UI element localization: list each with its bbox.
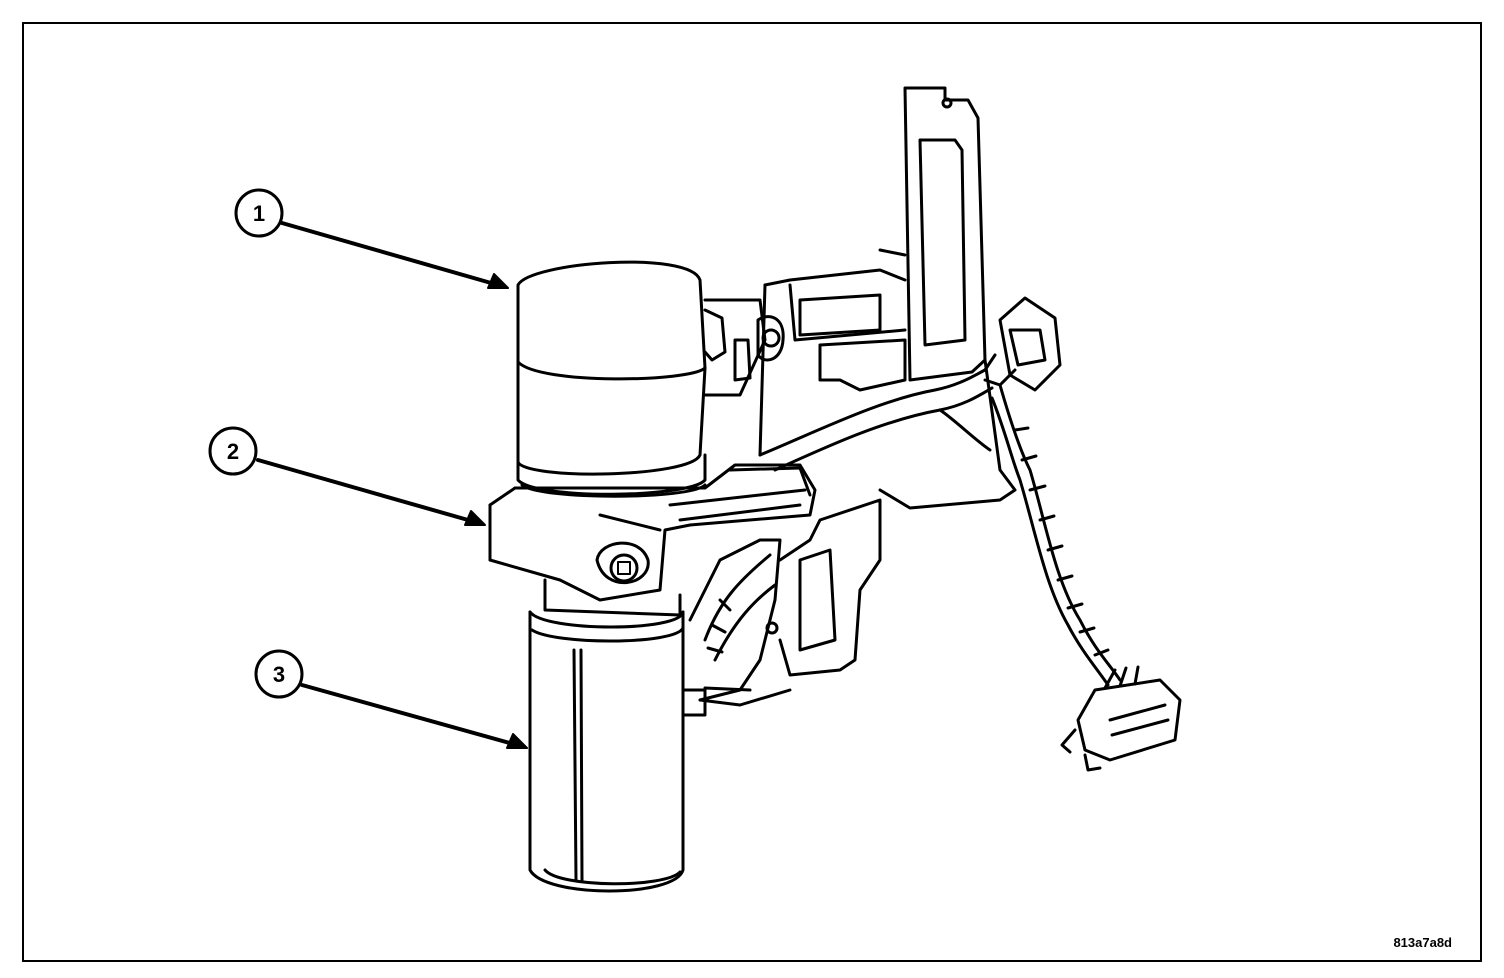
wiring-harness <box>758 296 1182 772</box>
leader-arrow-1 <box>280 221 500 287</box>
callout-1: 1 <box>234 188 284 238</box>
callout-3-label: 3 <box>273 662 285 687</box>
leader-arrow-3 <box>300 683 519 747</box>
mounting-bracket <box>758 86 1017 510</box>
upper-motor-cap <box>516 260 785 498</box>
callout-1-label: 1 <box>253 201 265 226</box>
rear-assembly <box>688 498 882 707</box>
mounting-block <box>488 463 817 602</box>
figure-code: 813a7a8d <box>1393 935 1452 950</box>
figure-frame <box>22 22 1482 962</box>
lower-pump-cylinder <box>528 578 707 893</box>
leader-arrows <box>256 221 528 749</box>
leader-arrow-2 <box>256 458 477 524</box>
callout-2-label: 2 <box>227 439 239 464</box>
callout-2: 2 <box>208 426 258 476</box>
callout-3: 3 <box>254 649 304 699</box>
